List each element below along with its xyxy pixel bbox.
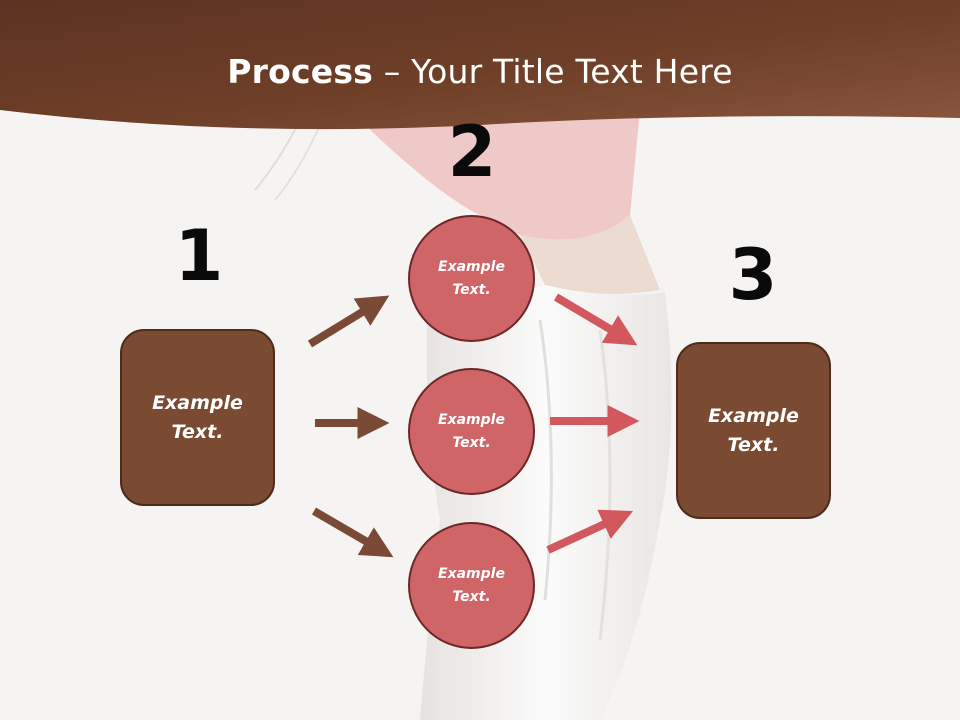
title-banner — [0, 0, 960, 130]
arrow-bottom-to-3 — [546, 509, 634, 554]
step-3-text: Example Text. — [708, 404, 799, 456]
step-2-circle-bottom-text: Example Text. — [438, 565, 505, 605]
step-1-box[interactable]: Example Text. — [120, 329, 275, 506]
step-2-circle-top[interactable]: Example Text. — [408, 215, 535, 342]
arrow-1-to-top — [307, 295, 390, 348]
step-1-text: Example Text. — [152, 391, 243, 443]
arrow-1-to-bottom — [311, 507, 394, 558]
step-2-circle-middle[interactable]: Example Text. — [408, 368, 535, 495]
page-title: Process – Your Title Text Here — [0, 52, 960, 91]
step-3-number: 3 — [728, 234, 778, 316]
step-2-circle-middle-text: Example Text. — [438, 411, 505, 451]
step-3-box[interactable]: Example Text. — [676, 342, 831, 519]
title-rest: – Your Title Text Here — [373, 52, 733, 91]
step-2-circle-bottom[interactable]: Example Text. — [408, 522, 535, 649]
step-1-number: 1 — [174, 215, 224, 297]
title-bold: Process — [227, 52, 374, 91]
step-2-circle-top-text: Example Text. — [438, 258, 505, 298]
step-2-number: 2 — [447, 111, 497, 193]
arrow-top-to-3 — [553, 293, 638, 346]
